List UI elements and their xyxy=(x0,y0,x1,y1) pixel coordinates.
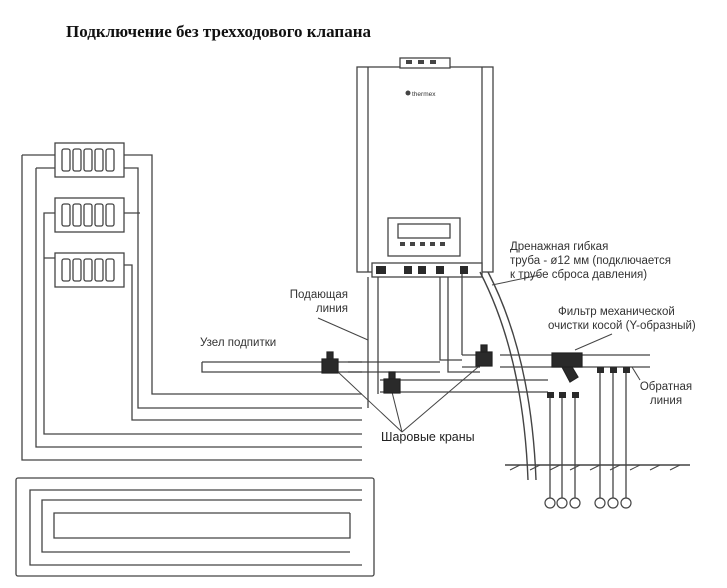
radiator-pipe-loop-1 xyxy=(35,167,362,448)
radiator-pipe-loop-5 xyxy=(124,212,362,421)
leader-supply xyxy=(317,317,369,341)
supply-label-line-1: Подающая xyxy=(289,289,348,301)
radiator-top xyxy=(54,142,125,178)
return-label-line-1: Обратная xyxy=(639,381,693,393)
ball-valve-makeup xyxy=(321,351,339,374)
boiler-logo-icon xyxy=(405,90,411,96)
leader-filter xyxy=(574,333,613,351)
boiler-bottom-plate xyxy=(371,262,483,278)
probe-tips xyxy=(544,497,632,509)
radiator-pipe-loop-3 xyxy=(124,167,362,409)
return-pipe-right xyxy=(439,277,462,361)
drain-pipe-label: Дренажная гибкая труба - ø12 мм (подключ… xyxy=(510,240,671,282)
makeup-label: Узел подпитки xyxy=(200,337,277,349)
radiator-pipe-outer xyxy=(21,154,362,461)
filter-label-line-2: очистки косой (Y-образный) xyxy=(548,320,696,332)
radiator-middle xyxy=(54,197,125,233)
leader-return xyxy=(631,366,641,381)
return-pipe-right-2 xyxy=(447,277,480,373)
radiator-pipe-loop-4 xyxy=(43,212,362,435)
ball-valve-return xyxy=(475,344,493,367)
floor-heating-coil xyxy=(29,489,362,566)
supply-line-right xyxy=(380,379,548,393)
leader-valve-2 xyxy=(391,391,403,433)
drain-flex-pipe xyxy=(479,271,529,481)
makeup-line-right xyxy=(348,361,440,373)
leader-valve-3 xyxy=(401,361,485,433)
ball-valve-supply xyxy=(383,371,401,394)
diagram-title: Подключение без трехходового клапана xyxy=(66,22,371,41)
boiler-bottom-fittings xyxy=(376,266,468,274)
boiler-top-vent-icons xyxy=(406,60,436,64)
probe-fittings xyxy=(547,367,630,398)
drain-label-line-1: Дренажная гибкая xyxy=(510,241,609,253)
leader-drain xyxy=(491,274,541,286)
boiler-screen xyxy=(397,223,451,239)
drain-label-line-2: труба - ø12 мм (подключается xyxy=(510,255,672,267)
filter-label: Фильтр механической очистки косой (Y-обр… xyxy=(548,305,696,333)
supply-line-label: Подающая линия xyxy=(276,288,348,316)
drain-flex-pipe-2 xyxy=(487,271,537,481)
boiler-buttons xyxy=(400,242,445,246)
leader-valve-1 xyxy=(337,371,403,433)
y-filter-icon xyxy=(551,352,583,383)
radiator-bottom xyxy=(54,252,125,288)
filter-label-line-1: Фильтр механической xyxy=(558,306,675,318)
ball-valves-label: Шаровые краны xyxy=(381,430,475,444)
return-line-label: Обратная линия xyxy=(630,380,702,408)
return-label-line-2: линия xyxy=(649,395,683,407)
floor-heating-frame xyxy=(15,477,375,577)
radiator-pipe-loop-2 xyxy=(124,154,362,395)
boiler-top-vent xyxy=(399,57,451,69)
boiler-brand-label: thermex xyxy=(412,91,436,98)
supply-label-line-2: линия xyxy=(315,303,348,315)
drain-label-line-3: к трубе сброса давления) xyxy=(510,269,648,281)
